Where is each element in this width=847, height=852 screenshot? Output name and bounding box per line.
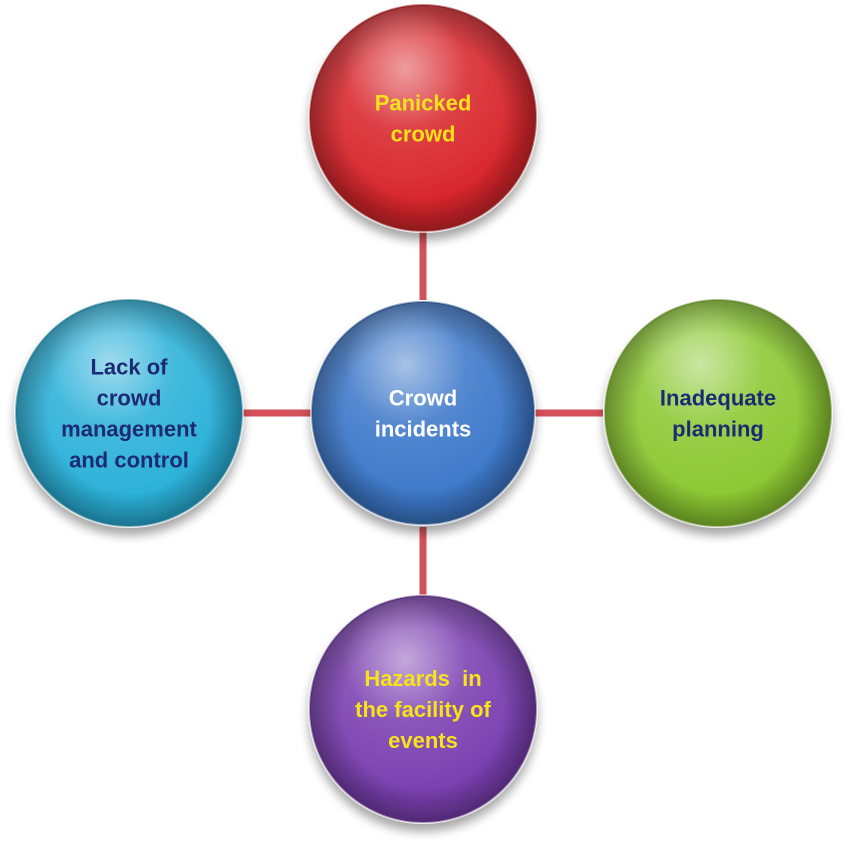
label-line: Panicked: [375, 91, 472, 116]
connector-lines: [243, 232, 603, 595]
label-line: Hazards in: [364, 666, 481, 691]
node-bottom-label: Hazards in the facility of events: [355, 666, 491, 753]
node-center-label: Crowd incidents: [375, 386, 472, 442]
node-left-label: Lack of crowd management and control: [61, 355, 197, 473]
label-line: and control: [69, 448, 189, 473]
label-line: crowd: [97, 386, 162, 411]
node-top: Panicked crowd: [308, 3, 538, 233]
label-line: the facility of: [355, 697, 491, 722]
label-line: planning: [672, 417, 764, 442]
label-line: Crowd: [389, 386, 457, 411]
node-left: Lack of crowd management and control: [14, 298, 244, 528]
label-line: management: [61, 417, 197, 442]
label-line: Lack of: [90, 355, 168, 380]
node-top-label: Panicked crowd: [375, 91, 472, 147]
node-bottom: Hazards in the facility of events: [308, 594, 538, 824]
label-line: Inadequate: [660, 386, 776, 411]
node-right: Inadequate planning: [603, 298, 833, 528]
node-right-label: Inadequate planning: [660, 386, 776, 442]
label-line: events: [388, 728, 458, 753]
label-line: incidents: [375, 417, 472, 442]
label-line: crowd: [391, 122, 456, 147]
node-center: Crowd incidents: [310, 300, 536, 526]
